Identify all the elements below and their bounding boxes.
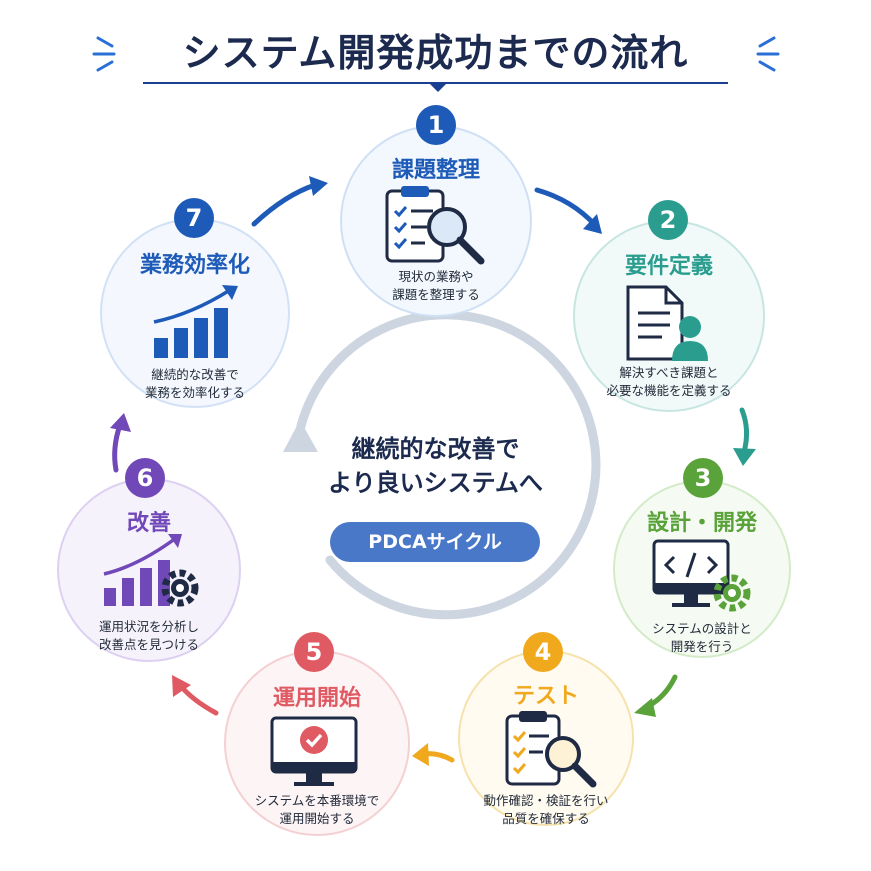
step-3-description: システムの設計と 開発を行う bbox=[652, 621, 752, 654]
arrow-1-to-2 bbox=[534, 187, 598, 228]
step-5-number: 5 bbox=[294, 632, 334, 672]
center-line-2: より良いシステムへ bbox=[328, 469, 543, 497]
arrow-6-to-7 bbox=[112, 422, 123, 473]
chart-gear-icon bbox=[103, 534, 199, 607]
step-3-title: 設計・開発 bbox=[646, 511, 757, 536]
page-title: システム開発成功までの流れ bbox=[182, 31, 689, 75]
sparkle-right-icon bbox=[756, 36, 780, 72]
arrow-5-to-6 bbox=[177, 682, 219, 716]
step-2-number: 2 bbox=[648, 200, 688, 240]
step-4-title: テスト bbox=[512, 684, 579, 709]
center-cycle-arrowhead bbox=[283, 420, 318, 452]
step-7-number: 7 bbox=[174, 198, 214, 238]
step-2-title: 要件定義 bbox=[624, 254, 713, 279]
step-1-number: 1 bbox=[416, 105, 456, 145]
step-6-description: 運用状況を分析し 改善点を見つける bbox=[98, 619, 199, 652]
step-4-description: 動作確認・検証を行い 品質を確保する bbox=[483, 793, 609, 826]
step-5-description: システムを本番環境で 運用開始する bbox=[254, 793, 380, 826]
clipboard-magnifier-icon bbox=[385, 186, 485, 265]
sparkle-left-icon bbox=[92, 36, 116, 72]
step-7-circle bbox=[100, 218, 290, 408]
center-cycle-arc bbox=[295, 310, 601, 620]
monitor-code-gear-icon bbox=[652, 539, 751, 612]
pdca-cycle-badge: PDCAサイクル bbox=[330, 522, 540, 562]
document-person-icon bbox=[626, 285, 708, 361]
step-1-title: 課題整理 bbox=[391, 158, 480, 183]
step-3-number: 3 bbox=[683, 458, 723, 498]
step-4-number: 4 bbox=[523, 632, 563, 672]
monitor-check-icon bbox=[270, 716, 358, 786]
step-2-description: 解決すべき課題と 必要な機能を定義する bbox=[606, 365, 732, 398]
checklist-magnifier-icon bbox=[505, 711, 597, 788]
step-5-title: 運用開始 bbox=[272, 686, 361, 711]
step-1-description: 現状の業務や 課題を整理する bbox=[392, 269, 480, 302]
arrow-7-to-1 bbox=[251, 182, 318, 227]
growth-chart-icon bbox=[153, 285, 238, 358]
title-pointer bbox=[429, 83, 447, 92]
center-message: 継続的な改善で より良いシステムへ bbox=[300, 432, 571, 500]
step-7-description: 継続的な改善で 業務を効率化する bbox=[144, 367, 245, 400]
step-7-title: 業務効率化 bbox=[139, 253, 250, 278]
center-line-1: 継続的な改善で bbox=[351, 435, 520, 463]
step-6-number: 6 bbox=[125, 458, 165, 498]
arrow-2-to-3 bbox=[739, 407, 750, 455]
step-6-title: 改善 bbox=[126, 511, 171, 536]
